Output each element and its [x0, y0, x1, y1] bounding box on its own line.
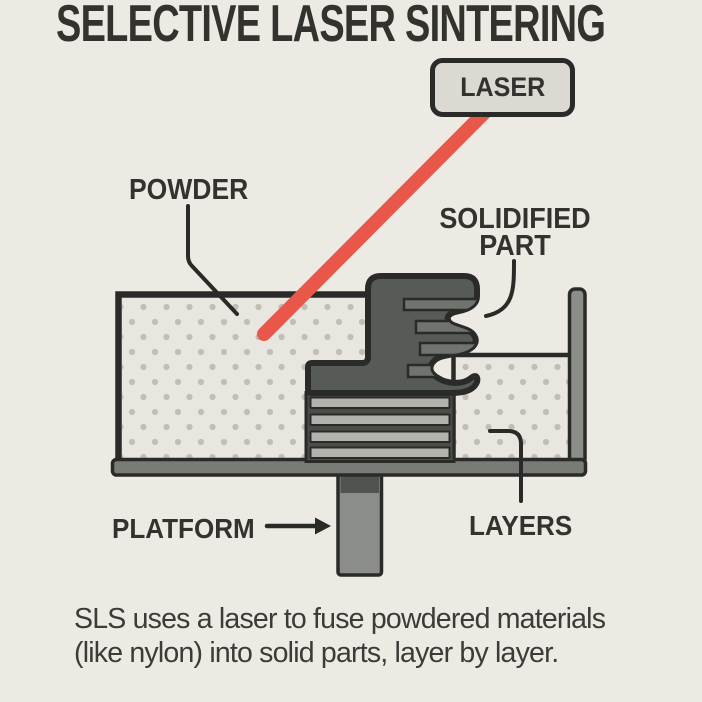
laser-label: LASER	[432, 60, 573, 115]
powder-container-outline	[115, 291, 368, 461]
layers-stack	[304, 391, 456, 463]
powder-label: POWDER	[129, 174, 249, 206]
solidified-part-label-line1: SOLIDIFIED	[439, 203, 591, 235]
page-title: SELECTIVE LASER SINTERING	[56, 0, 606, 53]
part-layer-band	[402, 297, 478, 312]
platform-stem	[336, 464, 384, 577]
powder-bed-right	[453, 356, 569, 461]
laser-beam	[257, 101, 496, 341]
caption-line1: SLS uses a laser to fuse powdered materi…	[74, 603, 606, 635]
caption: SLS uses a laser to fuse powdered materi…	[74, 603, 606, 670]
powder-leader-line	[186, 204, 239, 316]
solidified-part-leader-line	[484, 259, 516, 318]
layers-leader-line	[488, 429, 523, 503]
solidified-part-label-line2: PART	[479, 230, 551, 262]
layer-band	[309, 446, 451, 459]
layer-band	[309, 430, 451, 443]
machine-right-wall	[567, 287, 587, 466]
solidified-part-label: SOLIDIFIED PART	[431, 203, 598, 262]
layer-band	[309, 413, 451, 426]
caption-line2: (like nylon) into solid parts, layer by …	[74, 636, 559, 669]
layer-band	[309, 396, 451, 409]
platform-label: PLATFORM	[112, 513, 255, 544]
laser-label-text: LASER	[459, 72, 546, 102]
laser-box	[430, 58, 575, 117]
platform-arrow-head	[315, 517, 331, 535]
layers-label: LAYERS	[469, 510, 573, 541]
